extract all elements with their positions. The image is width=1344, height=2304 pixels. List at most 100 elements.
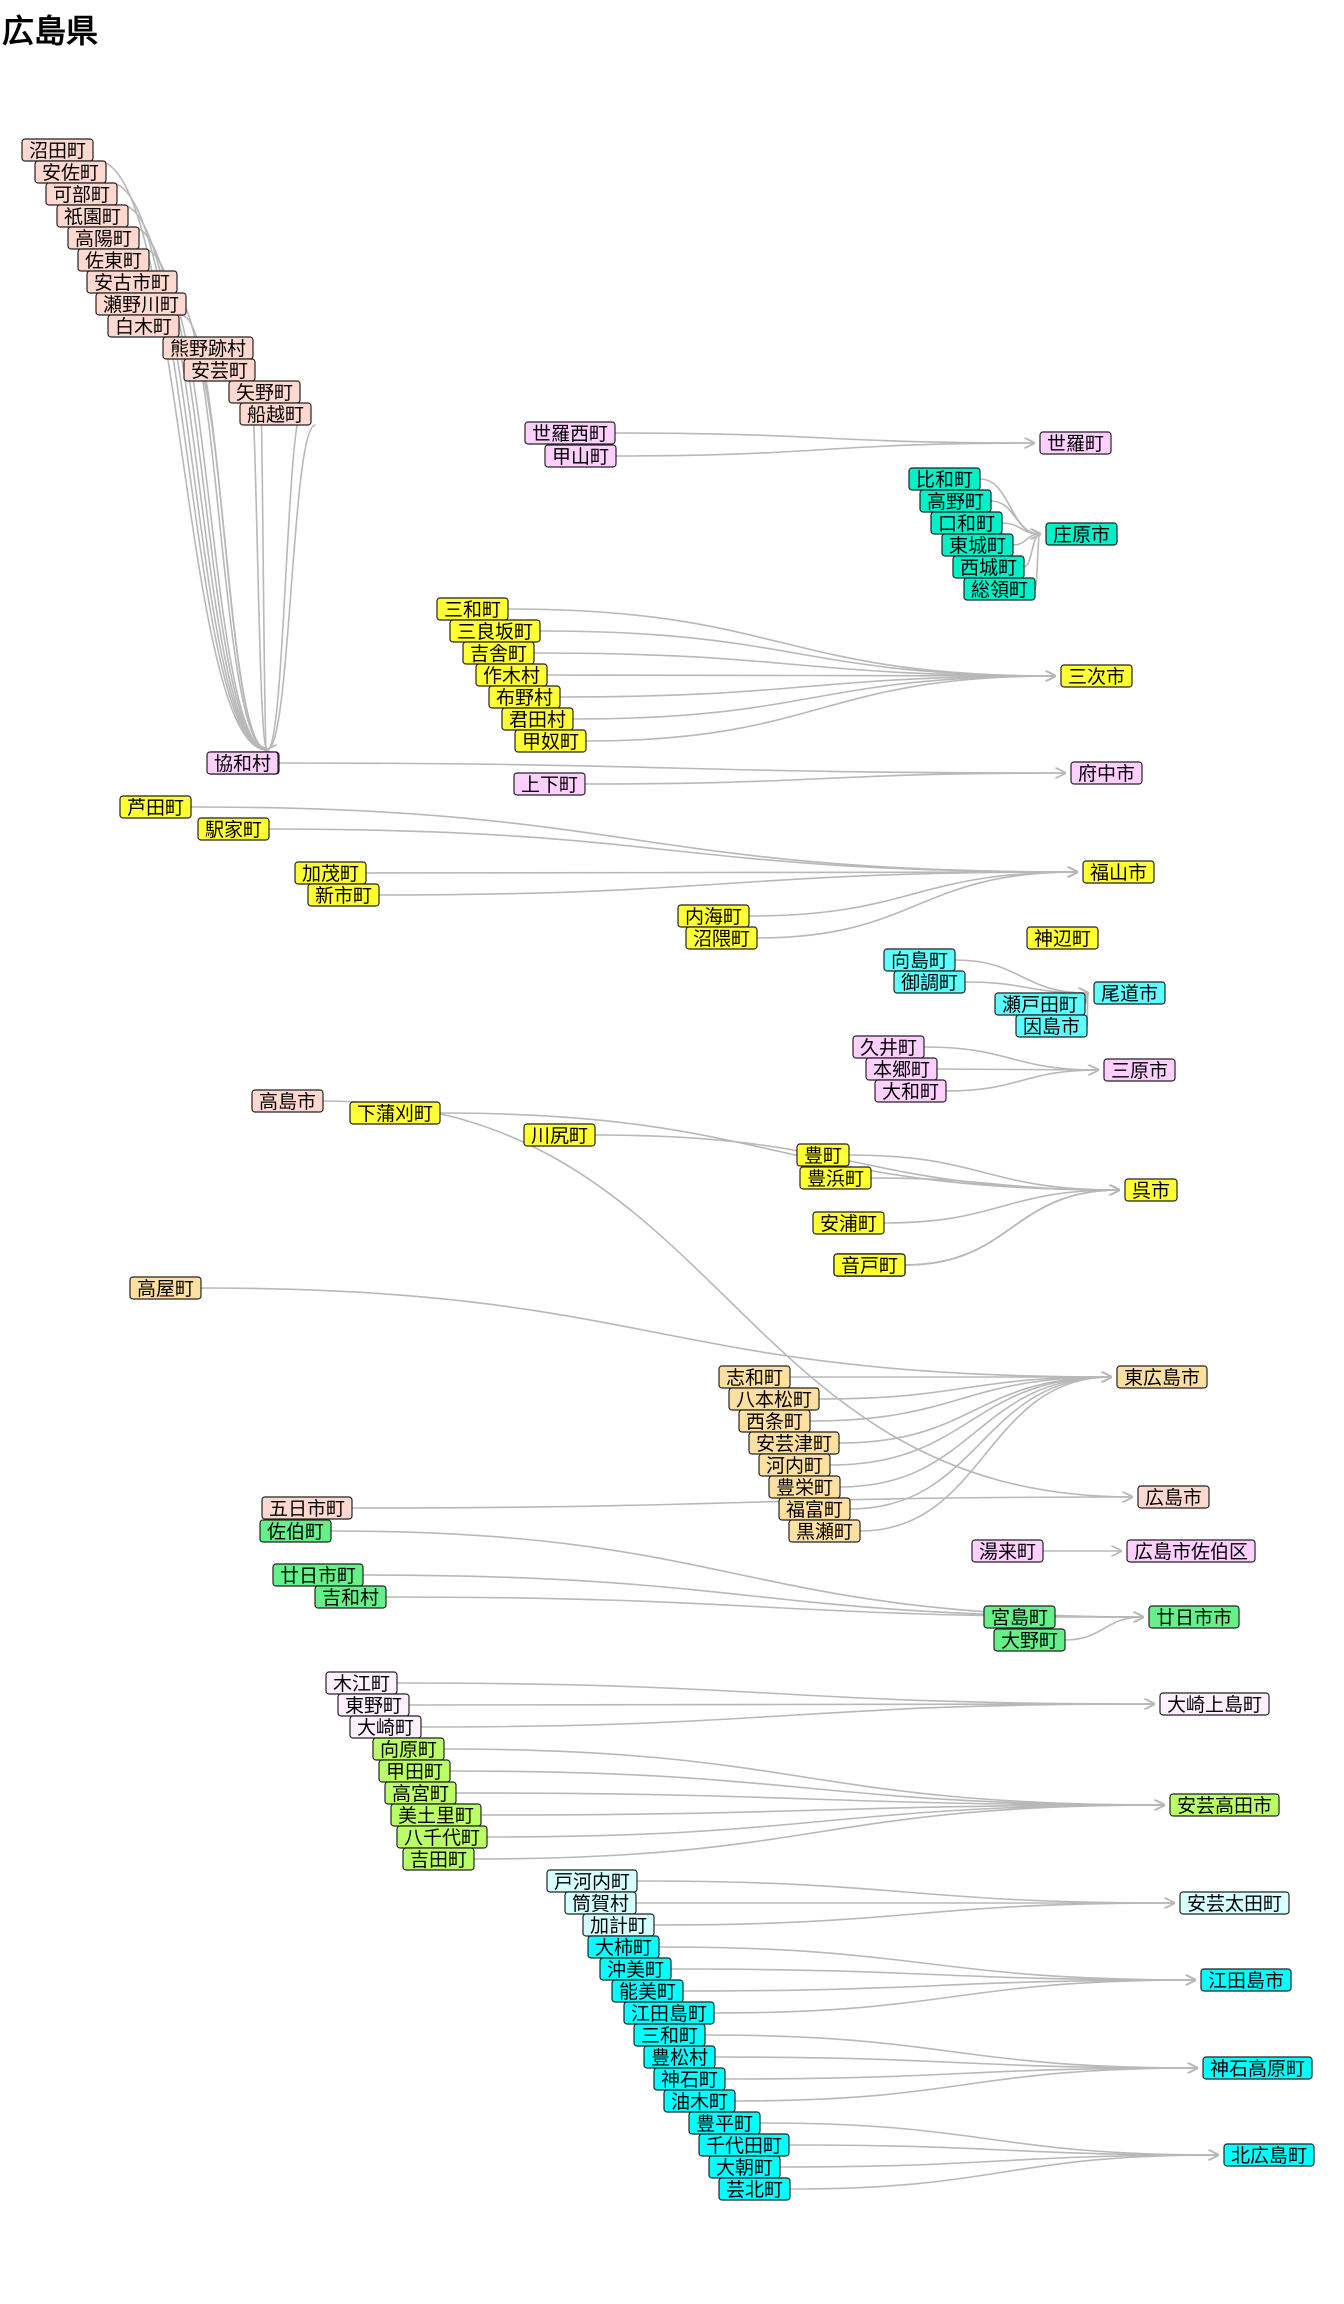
merge-edge xyxy=(870,1177,1119,1190)
node-label: 大崎町 xyxy=(357,1717,414,1739)
node-box xyxy=(1223,2143,1315,2167)
node-label: 三次市 xyxy=(1068,666,1125,688)
node-box xyxy=(1148,1605,1240,1629)
target-node: 広島市 xyxy=(1137,1485,1210,1509)
merge-edge xyxy=(278,762,1065,773)
source-node: 矢野町 xyxy=(228,380,301,404)
source-node: 芸北町 xyxy=(718,2177,791,2201)
node-box xyxy=(261,1496,353,1520)
node-box xyxy=(239,402,312,426)
merge-edge xyxy=(260,380,268,750)
merge-edge xyxy=(748,872,1077,917)
source-node: 駅家町 xyxy=(197,817,270,841)
target-node: 協和村 xyxy=(206,751,279,775)
node-box xyxy=(874,1079,947,1103)
node-label: 甲山町 xyxy=(552,446,609,468)
merge-edge xyxy=(848,1154,1119,1190)
merge-edge xyxy=(923,1046,1098,1070)
merge-edge xyxy=(97,160,268,750)
merge-edge xyxy=(480,1805,1164,1816)
node-label: 安芸高田市 xyxy=(1177,1795,1272,1817)
source-node: 湯来町 xyxy=(971,1539,1044,1563)
node-label: 府中市 xyxy=(1078,763,1135,785)
node-label: 能美町 xyxy=(619,1981,676,2003)
source-node: 安浦町 xyxy=(812,1211,885,1235)
node-box xyxy=(1126,1539,1256,1563)
source-node: 千代田町 xyxy=(698,2133,790,2157)
node-label: 安芸太田町 xyxy=(1187,1893,1282,1915)
merge-edge xyxy=(859,1377,1111,1532)
node-box xyxy=(523,1123,596,1147)
merge-edge xyxy=(200,1287,1111,1377)
merge-edge xyxy=(883,1190,1119,1224)
source-node: 大野町 xyxy=(993,1628,1066,1652)
source-node: 三良坂町 xyxy=(449,619,541,643)
node-label: 木江町 xyxy=(333,1673,390,1695)
merge-edge xyxy=(682,1980,1195,1992)
node-label: 協和村 xyxy=(214,753,271,775)
node-box xyxy=(197,817,270,841)
source-node: 宮島町 xyxy=(983,1605,1056,1629)
node-label: 高野町 xyxy=(927,491,984,513)
node-label: 世羅町 xyxy=(1047,433,1104,455)
node-label: 江田島町 xyxy=(631,2003,707,2025)
merge-edge xyxy=(658,1946,1195,1980)
source-node: 比和町 xyxy=(908,467,981,491)
node-label: 三良坂町 xyxy=(457,621,533,643)
node-box xyxy=(1124,1178,1178,1202)
node-box xyxy=(963,577,1036,601)
merge-edge xyxy=(818,1377,1111,1400)
node-box xyxy=(812,1211,885,1235)
source-node: 廿日市町 xyxy=(272,1563,364,1587)
node-box xyxy=(314,1585,387,1609)
merge-edge xyxy=(268,828,1077,872)
node-label: 東城町 xyxy=(949,535,1006,557)
source-node: 東城町 xyxy=(941,533,1014,557)
source-node: 東野町 xyxy=(337,1693,410,1717)
source-node: 加計町 xyxy=(582,1913,655,1937)
merge-edge xyxy=(954,959,1088,993)
node-label: 佐東町 xyxy=(85,250,142,272)
node-box xyxy=(107,314,180,338)
node-box xyxy=(1179,1891,1290,1915)
source-node: 内海町 xyxy=(677,904,750,928)
node-box xyxy=(1060,664,1133,688)
node-label: 西条町 xyxy=(746,1411,803,1433)
source-node: 甲奴町 xyxy=(514,729,587,753)
node-label: 吉舎町 xyxy=(470,643,527,665)
merge-edge xyxy=(1035,534,1040,590)
node-label: 大柿町 xyxy=(595,1937,652,1959)
source-node: 本郷町 xyxy=(865,1057,938,1081)
node-box xyxy=(799,1166,872,1190)
node-label: 高屋町 xyxy=(137,1278,194,1300)
node-label: 神石高原町 xyxy=(1210,2058,1305,2080)
target-node: 江田島市 xyxy=(1200,1968,1292,1992)
node-label: 神石町 xyxy=(661,2069,718,2091)
source-node: 甲山町 xyxy=(544,444,617,468)
source-node: 豊浜町 xyxy=(799,1166,872,1190)
source-node: 豊平町 xyxy=(688,2111,761,2135)
node-label: 吉和村 xyxy=(322,1587,379,1609)
node-label: 内海町 xyxy=(685,906,742,928)
node-label: 安佐町 xyxy=(42,162,99,184)
source-node: 神石町 xyxy=(653,2067,726,2091)
source-node: 三和町 xyxy=(436,597,509,621)
node-box xyxy=(971,1539,1044,1563)
node-label: 筒賀村 xyxy=(572,1893,629,1915)
node-label: 音戸町 xyxy=(841,1255,898,1277)
source-node: 音戸町 xyxy=(833,1253,906,1277)
node-label: 東野町 xyxy=(345,1695,402,1717)
source-node: 安佐町 xyxy=(34,160,107,184)
node-label: 庄原市 xyxy=(1053,524,1110,546)
node-label: 矢野町 xyxy=(236,382,293,404)
merge-edge xyxy=(724,2068,1197,2080)
node-box xyxy=(251,1089,324,1113)
source-node: 白木町 xyxy=(107,314,180,338)
node-label: 沖美町 xyxy=(607,1959,664,1981)
node-label: 布野村 xyxy=(496,687,553,709)
node-label: 甲田町 xyxy=(386,1761,443,1783)
source-node: 大和町 xyxy=(874,1079,947,1103)
source-node: 御調町 xyxy=(893,970,966,994)
merge-edge xyxy=(945,1070,1098,1092)
source-node: 大崎町 xyxy=(349,1715,422,1739)
